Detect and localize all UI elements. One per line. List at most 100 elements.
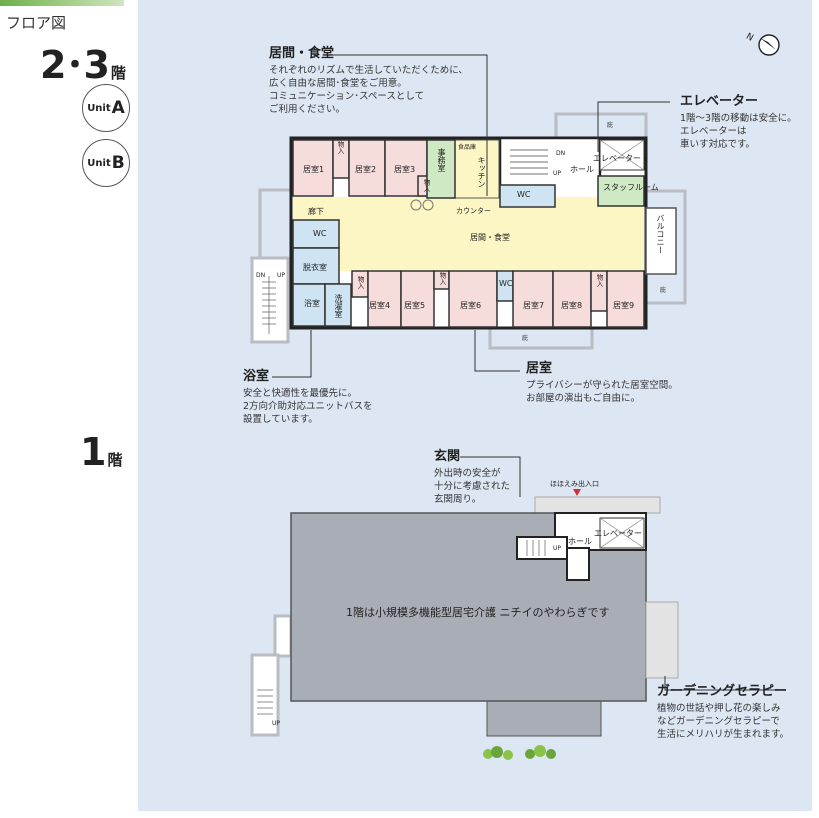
annotation-entrance-title: 玄関 [434, 449, 461, 464]
room-1-label[interactable]: 居室1 [303, 165, 325, 174]
annotation-elevator-line: 車いす対応です。 [680, 139, 756, 150]
external-stair-dn-label: DN [256, 272, 266, 279]
office-shape [426, 139, 456, 199]
annotation-living-line: コミュニケーション･スペースとして [269, 91, 425, 102]
elevator-label-upper[interactable]: エレベーター [593, 154, 641, 163]
room-5-label[interactable]: 居室5 [404, 301, 426, 310]
eaves-label-bottom: 庇 [522, 335, 529, 342]
stair-up-label: UP [553, 170, 562, 177]
annotation-room-title: 居室 [526, 361, 553, 376]
stair-dn-label: DN [556, 150, 566, 157]
room-7-label[interactable]: 居室7 [523, 301, 545, 310]
changing-room-label[interactable]: 脱衣室 [303, 263, 327, 272]
storage-5-label: 物入 [438, 272, 446, 285]
annotation-bath-title: 浴室 [243, 369, 270, 384]
annotation-living: 居間・食堂 それぞれのリズムで生活していただくために、 広く自由な居間･食堂をご… [269, 47, 468, 116]
room-9-shape [606, 270, 645, 328]
annotation-living-title: 居間・食堂 [269, 46, 335, 61]
north-arrow-icon: N [744, 32, 780, 56]
annotation-elevator: エレベーター 1階～3階の移動は安全に。 エレベーターは 車いす対応です。 [680, 95, 797, 151]
eaves-label-right: 庇 [660, 287, 667, 294]
annotation-living-line: それぞれのリズムで生活していただくために、 [269, 65, 468, 76]
eaves-outline-bottom [488, 326, 594, 350]
room-4-label[interactable]: 居室4 [369, 301, 391, 310]
unit-b-letter: B [111, 153, 125, 173]
elevator-label-lower[interactable]: エレベーター [594, 529, 642, 538]
room-5-shape [400, 270, 435, 328]
sheet-title: フロア図 [6, 14, 67, 32]
external-stair-treads [262, 276, 276, 334]
lower-external-stair-treads [257, 689, 273, 715]
floor-suffix-upper: 階 [110, 64, 126, 82]
unit-a-prefix: Unit [87, 102, 111, 114]
entrance-sign-label: ほほえみ出入口 [550, 480, 599, 488]
annotation-elevator-line: 1階～3階の移動は安全に。 [680, 113, 797, 124]
leader-gardening [664, 676, 775, 691]
annotation-elevator-line: エレベーターは [680, 126, 747, 137]
annotation-gardening-line: 生活にメリハリが生まれます。 [657, 729, 790, 740]
room-9-label[interactable]: 居室9 [613, 301, 635, 310]
living-dining-label[interactable]: 居間・食堂 [470, 233, 510, 242]
leader-entrance [460, 456, 521, 497]
kitchen-label[interactable]: キッチン [477, 156, 486, 188]
living-dining-area [293, 197, 644, 271]
entrance-marker-icon [573, 489, 581, 496]
floor-suffix-lower: 階 [107, 451, 123, 469]
lower-annex [486, 699, 602, 737]
office-label[interactable]: 事務室 [437, 148, 446, 172]
eaves-outline-left [258, 188, 294, 260]
room-3-label[interactable]: 居室3 [394, 165, 416, 174]
floor-number-upper: 2･3 [40, 43, 110, 87]
storage-8-label: 物入 [595, 274, 603, 287]
title-accent-bar [0, 0, 124, 6]
annotation-elevator-title: エレベーター [680, 94, 759, 109]
laundry-shape [324, 283, 352, 327]
room-8-shape [552, 270, 592, 328]
wc-west-label[interactable]: WC [313, 229, 327, 238]
core-stair-treads [510, 149, 548, 175]
lower-stair-treads [526, 540, 546, 556]
elevator-cross-2 [599, 139, 645, 171]
entrance-canopy [534, 496, 661, 514]
external-stair-up-label: UP [277, 272, 286, 279]
leader-bath [272, 330, 312, 378]
annotation-bath: 浴室 安全と快適性を最優先に。 2方向介助対応ユニットバスを 設置しています。 [243, 370, 373, 426]
annotation-entrance-line: 十分に考慮された [434, 481, 511, 492]
wc-lower-label[interactable]: WC [499, 279, 513, 288]
balcony-label[interactable]: バルコニー [656, 214, 665, 254]
corridor-label: 廊下 [308, 207, 324, 216]
storage-1-label: 物入 [336, 141, 344, 154]
laundry-label[interactable]: 洗濯室 [334, 294, 343, 318]
annotation-room-line: プライバシーが守られた居室空間。 [526, 380, 678, 391]
first-floor-description: 1階は小規模多機能型居宅介護 ニチイのやわらぎです [346, 606, 610, 619]
annotation-room: 居室 プライバシーが守られた居室空間。 お部屋の演出もご自由に。 [526, 362, 678, 405]
hall-label-upper[interactable]: ホール [570, 165, 594, 174]
hall-label-lower[interactable]: ホール [568, 537, 592, 546]
kitchen-area [454, 139, 500, 199]
leader-elevator [597, 101, 670, 152]
unit-a-letter: A [111, 98, 125, 118]
staff-room-label[interactable]: スタッフルーム [603, 183, 659, 192]
storage-3-label: 物入 [422, 179, 430, 192]
garden-trees-icon [483, 745, 556, 760]
floor-number-lower: 1 [80, 430, 106, 474]
room-8-label[interactable]: 居室8 [561, 301, 583, 310]
annotation-living-line: ご利用ください。 [269, 104, 346, 115]
counter-label: カウンター [456, 207, 491, 215]
room-2-label[interactable]: 居室2 [355, 165, 377, 174]
bath-label[interactable]: 浴室 [304, 299, 320, 308]
annotation-gardening-title: ガーデニングセラピー [657, 684, 788, 699]
annotation-gardening: ガーデニングセラピー 植物の世話や押し花の楽しみ などガーデニングセラピーで 生… [657, 685, 789, 741]
lower-stair-up-label: UP [553, 545, 562, 552]
wc-west-shape [292, 219, 340, 249]
lower-elevator-cross-2 [599, 517, 645, 549]
storage-4-label: 物入 [356, 276, 364, 289]
wc-upper-label[interactable]: WC [517, 190, 531, 199]
leader-living [325, 54, 488, 196]
annotation-room-line: お部屋の演出もご自由に。 [526, 393, 641, 404]
room-6-label[interactable]: 居室6 [460, 301, 482, 310]
